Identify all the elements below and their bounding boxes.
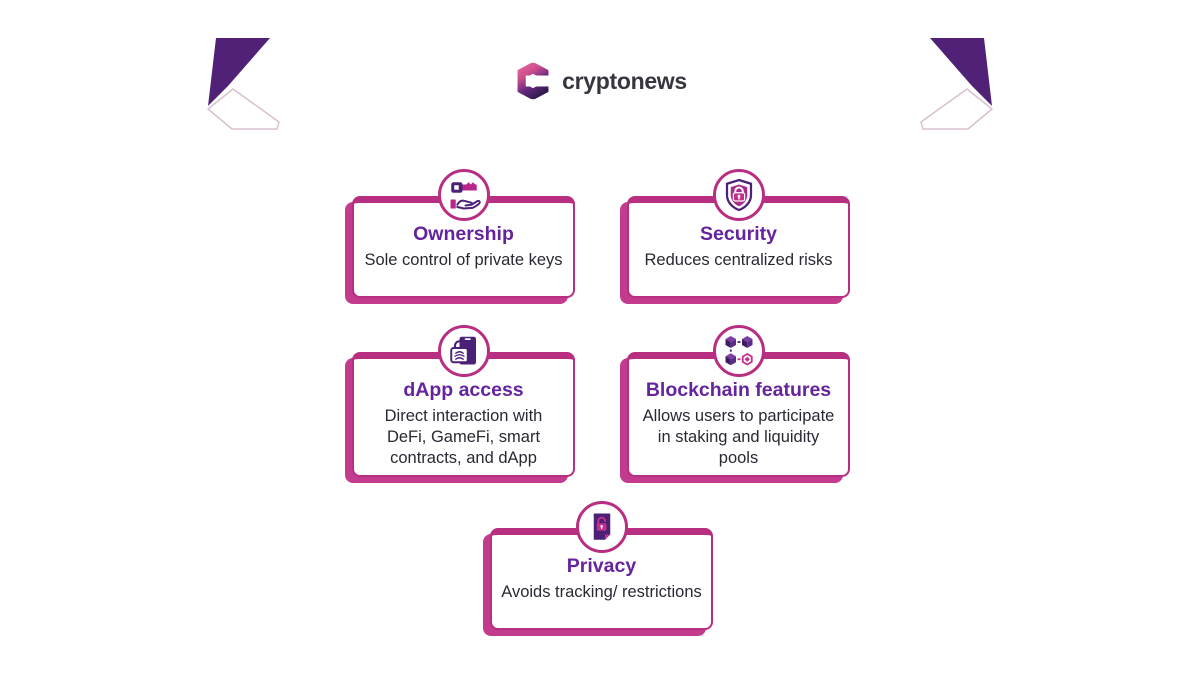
icon-circle xyxy=(575,501,628,553)
brand-logo: cryptonews xyxy=(0,58,1200,104)
icon-circle xyxy=(712,325,765,377)
card-description: Allows users to participate in staking a… xyxy=(642,407,835,467)
corner-ribbon-right-icon xyxy=(920,38,993,130)
card-description: Direct interaction with DeFi, GameFi, sm… xyxy=(384,407,543,467)
card-title: Privacy xyxy=(566,555,637,577)
card-privacy: Privacy Avoids tracking/ restrictions xyxy=(490,501,713,630)
card-blockchain-features: Blockchain features Allows users to part… xyxy=(627,325,850,477)
icon-circle xyxy=(712,169,765,221)
linked-blocks-icon xyxy=(725,336,753,366)
cryptonews-logo-icon xyxy=(517,62,554,100)
brand-name: cryptonews xyxy=(562,67,687,94)
shield-lock-icon xyxy=(725,178,752,212)
card-description: Avoids tracking/ restrictions xyxy=(501,583,702,602)
card-ownership: Ownership Sole control of private keys xyxy=(352,169,575,298)
document-unlock-icon xyxy=(593,513,610,540)
device-fingerprint-lock-icon xyxy=(449,336,476,365)
card-dapp-access: dApp access Direct interaction with DeFi… xyxy=(352,325,575,477)
corner-ribbon-left-icon xyxy=(207,38,280,130)
card-title: dApp access xyxy=(403,379,524,401)
icon-circle xyxy=(437,325,490,377)
card-security: Security Reduces centralized risks xyxy=(627,169,850,298)
card-description: Sole control of private keys xyxy=(364,251,563,270)
icon-circle xyxy=(437,169,490,221)
card-description: Reduces centralized risks xyxy=(644,251,833,270)
card-title: Security xyxy=(700,223,777,245)
key-in-hand-icon xyxy=(450,182,481,210)
card-title: Blockchain features xyxy=(645,379,832,401)
card-title: Ownership xyxy=(413,223,514,245)
